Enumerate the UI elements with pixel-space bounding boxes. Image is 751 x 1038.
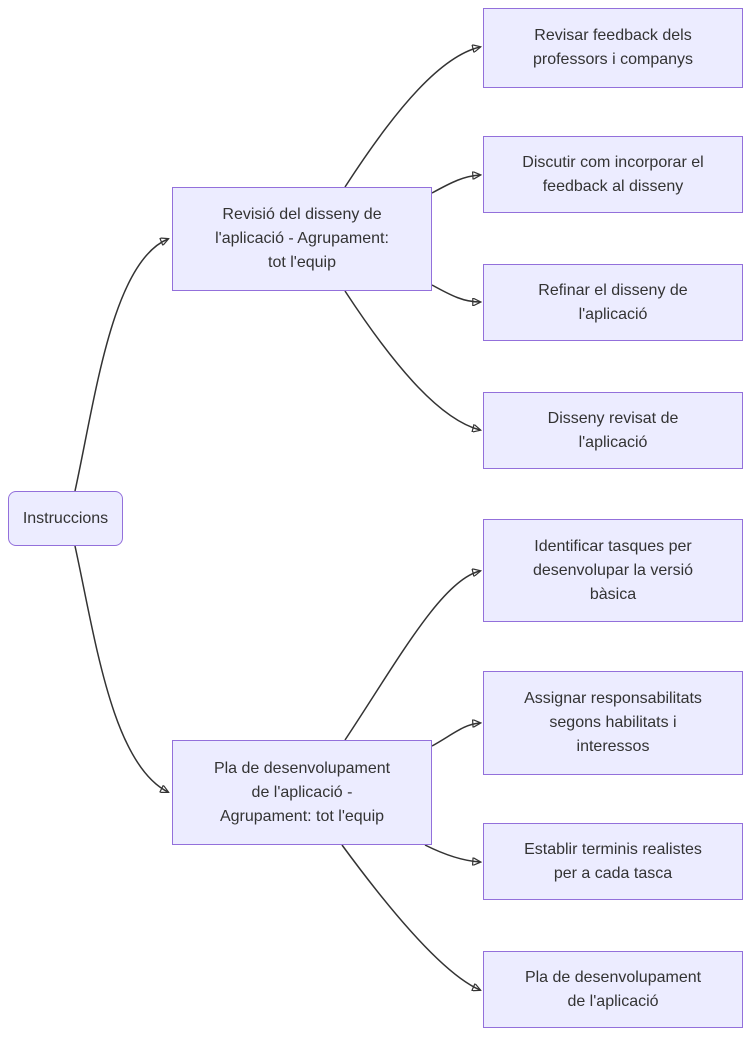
node-label-line: per a cada tasca [553, 864, 673, 882]
node-label-line: Establir terminis realistes [524, 840, 702, 858]
edge-instruccions-to-pla [74, 545, 168, 792]
node-label-line: l'aplicació - Agrupament: [215, 230, 389, 247]
edge-instruccions-to-revisio [74, 239, 168, 492]
edge-revisio-to-refinar-disseny [431, 284, 480, 302]
node-refinar-disseny: Refinar el disseny de l'aplicació [483, 264, 743, 341]
node-label-line: Disseny revisat de [547, 409, 679, 427]
edge-pla-to-establir-terminis [424, 844, 480, 862]
node-label-line: bàsica [589, 585, 637, 603]
edge-pla-to-pla-aplicacio [341, 844, 480, 990]
edge-revisio-to-disseny-revisat [344, 290, 480, 430]
node-pla-aplicacio: Pla de desenvolupament de l'aplicació [483, 951, 743, 1028]
node-label-line: de l'aplicació [567, 992, 659, 1010]
node-label-line: Revisió del disseny de [222, 206, 382, 223]
node-revisar-feedback: Revisar feedback dels professors i compa… [483, 8, 743, 88]
node-label-line: Assignar responsabilitats [524, 690, 702, 707]
edge-pla-to-assignar-responsabilitats [431, 723, 480, 747]
node-label-line: tot l'equip [268, 254, 336, 271]
node-label-line: professors i companys [532, 51, 694, 68]
node-label-line: l'aplicació [578, 305, 648, 323]
node-label-line: l'aplicació [578, 433, 648, 451]
node-label-line: Discutir com incorporar el [522, 153, 704, 171]
node-label-line: Revisar feedback dels [534, 27, 692, 44]
node-establir-terminis: Establir terminis realistes per a cada t… [483, 823, 743, 900]
node-disseny-revisat: Disseny revisat de l'aplicació [483, 392, 743, 469]
node-label-line: Refinar el disseny de [538, 281, 688, 299]
node-label-line: desenvolupar la versió [532, 561, 694, 579]
node-identificar-tasques: Identificar tasques per desenvolupar la … [483, 519, 743, 622]
edge-pla-to-identificar-tasques [344, 571, 480, 741]
node-label-line: de l'aplicació - [251, 783, 353, 801]
node-discutir-feedback: Discutir com incorporar el feedback al d… [483, 136, 743, 213]
node-label-line: Pla de desenvolupament [524, 968, 702, 986]
node-label-line: interessos [576, 738, 650, 755]
node-label-line: Identificar tasques per [534, 537, 692, 555]
node-assignar-responsabilitats: Assignar responsabilitats segons habilit… [483, 671, 743, 775]
node-revisio-disseny: Revisió del disseny de l'aplicació - Agr… [172, 187, 432, 291]
node-pla-desenvolupament: Pla de desenvolupament de l'aplicació - … [172, 740, 432, 845]
edge-revisio-to-discutir-feedback [431, 175, 480, 194]
node-label-line: Agrupament: tot l'equip [219, 807, 385, 825]
node-label-line: segons habilitats i [549, 714, 677, 731]
node-label-line: Pla de desenvolupament [213, 759, 391, 777]
node-label-line: Instruccions [22, 509, 109, 527]
node-label-line: feedback al disseny [542, 177, 684, 195]
edge-revisio-to-revisar-feedback [344, 47, 480, 188]
node-instruccions: Instruccions [8, 491, 123, 546]
